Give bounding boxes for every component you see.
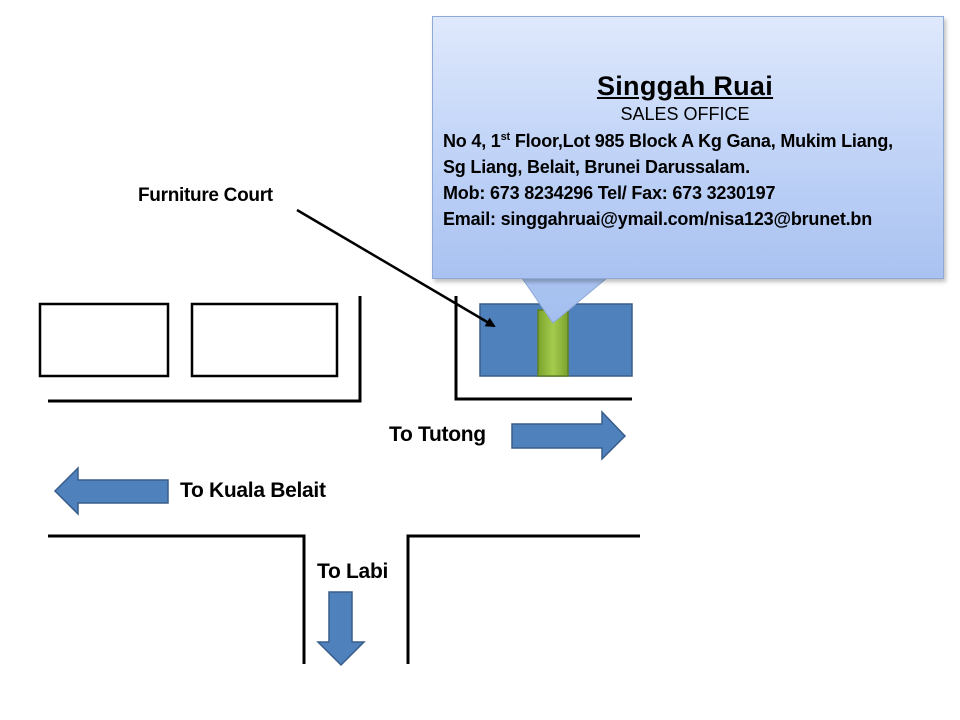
road-edge-right-block bbox=[454, 296, 632, 401]
road-edge-lower-left bbox=[48, 534, 306, 664]
address-line-1: No 4, 1st Floor,Lot 985 Block A Kg Gana,… bbox=[443, 131, 893, 151]
arrow-left-icon bbox=[53, 466, 169, 516]
sales-office-marker bbox=[537, 309, 569, 377]
address-line-2: Sg Liang, Belait, Brunei Darussalam. bbox=[443, 157, 750, 177]
building-2 bbox=[190, 302, 339, 378]
email-line: Email: singgahruai@ymail.com/nisa123@bru… bbox=[443, 209, 873, 229]
to-tutong-label: To Tutong bbox=[389, 423, 486, 446]
building-1 bbox=[38, 302, 170, 378]
to-kuala-belait-label: To Kuala Belait bbox=[180, 479, 326, 502]
arrow-down-icon bbox=[316, 591, 366, 667]
callout-title: Singgah Ruai bbox=[596, 71, 774, 101]
road-edge-lower-right bbox=[406, 534, 640, 664]
furniture-court-label: Furniture Court bbox=[138, 185, 273, 206]
furniture-court-pointer-arrow bbox=[296, 208, 496, 328]
road-edge-left-block bbox=[48, 296, 362, 403]
callout-subtitle: SALES OFFICE bbox=[620, 104, 750, 124]
to-labi-label: To Labi bbox=[317, 560, 389, 583]
sales-office-callout: Singgah Ruai SALES OFFICE No 4, 1st Floo… bbox=[432, 16, 944, 279]
arrow-right-icon bbox=[511, 410, 627, 461]
phone-line: Mob: 673 8234296 Tel/ Fax: 673 3230197 bbox=[443, 183, 776, 203]
